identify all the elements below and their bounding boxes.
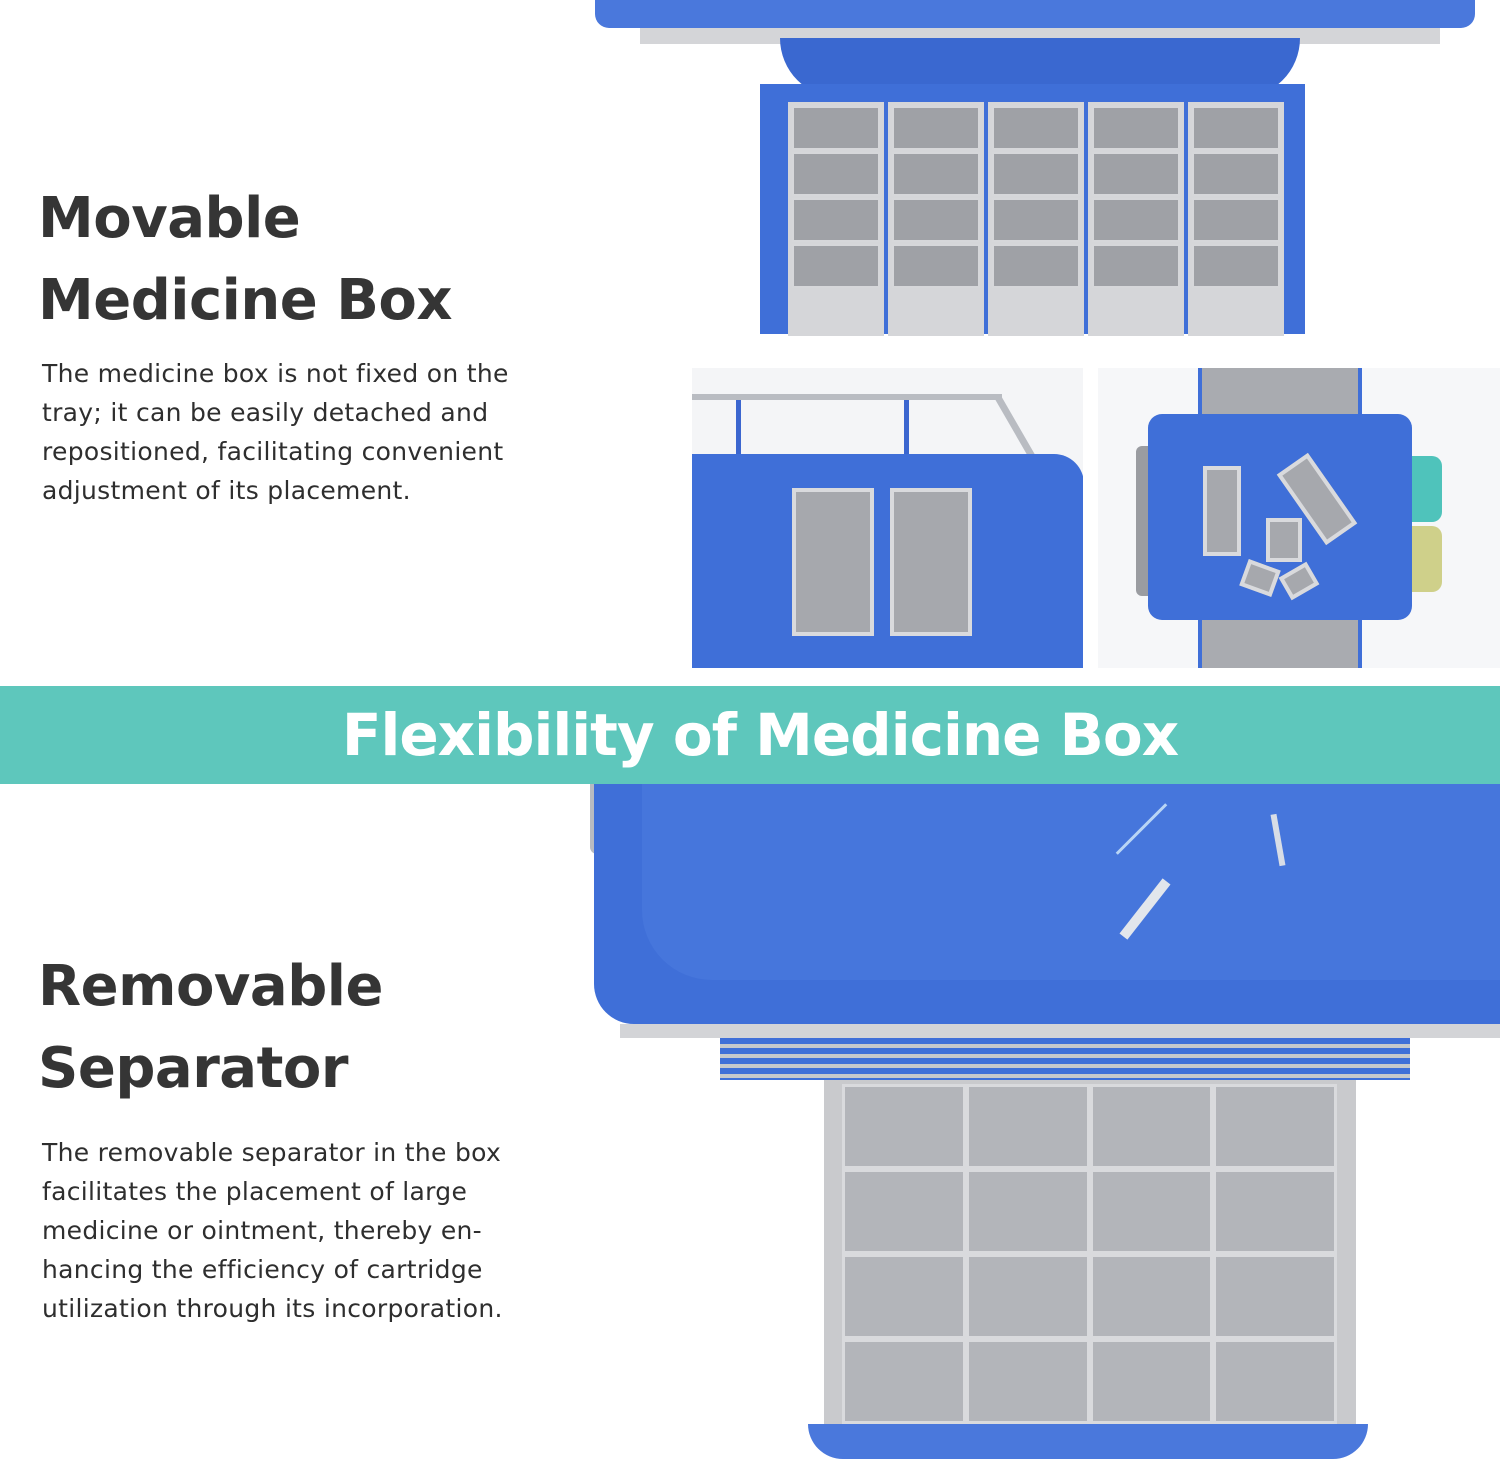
medicine-box [788, 102, 884, 336]
movable-box-description: The medicine box is not fixed on the tra… [42, 354, 602, 510]
separator-cell [1089, 1084, 1214, 1169]
separator-cell [1213, 1169, 1337, 1254]
heading-line: Movable [38, 186, 301, 251]
body-line: hancing the efficiency of cartridge [42, 1255, 483, 1284]
separator-cell [965, 1084, 1090, 1169]
heading-removable-separator: Removable Separator [38, 946, 383, 1110]
medicine-box [1188, 102, 1284, 336]
body-line: tray; it can be easily detached and [42, 398, 489, 427]
separator-cell [1213, 1084, 1337, 1169]
separator-cell [1089, 1339, 1214, 1424]
medicine-box [988, 102, 1084, 336]
separator-cell [965, 1339, 1090, 1424]
tray-scattered-boxes-photo [1098, 368, 1500, 668]
separator-drawer-photo [580, 784, 1500, 1459]
heading-line: Medicine Box [38, 268, 453, 333]
body-line: facilitates the placement of large [42, 1177, 468, 1206]
body-line: utilization through its incorporation. [42, 1294, 503, 1323]
drawer-medicine-boxes-photo [580, 0, 1500, 360]
separator-cell [965, 1169, 1090, 1254]
removable-separator-description: The removable separator in the box facil… [42, 1133, 602, 1328]
banner-title: Flexibility of Medicine Box [341, 701, 1179, 769]
separator-cell [1089, 1169, 1214, 1254]
medicine-box [888, 102, 984, 336]
body-line: The removable separator in the box [42, 1138, 502, 1167]
separator-cell [1213, 1254, 1337, 1339]
heading-line: Removable [38, 954, 383, 1019]
body-line: medicine or ointment, thereby en- [42, 1216, 482, 1245]
separator-cell [842, 1169, 966, 1254]
separator-cell [842, 1084, 966, 1169]
section-banner: Flexibility of Medicine Box [0, 686, 1500, 784]
separator-cell [965, 1254, 1090, 1339]
tray-two-boxes-photo [692, 368, 1083, 668]
separator-cell [842, 1339, 966, 1424]
heading-line: Separator [38, 1036, 348, 1101]
separator-cell [1089, 1254, 1214, 1339]
separator-cell [1213, 1339, 1337, 1424]
body-line: repositioned, facilitating convenient [42, 437, 504, 466]
medicine-box [1088, 102, 1184, 336]
body-line: adjustment of its placement. [42, 476, 411, 505]
heading-movable-medicine-box: Movable Medicine Box [38, 178, 453, 342]
separator-cell [842, 1254, 966, 1339]
body-line: The medicine box is not fixed on the [42, 359, 509, 388]
